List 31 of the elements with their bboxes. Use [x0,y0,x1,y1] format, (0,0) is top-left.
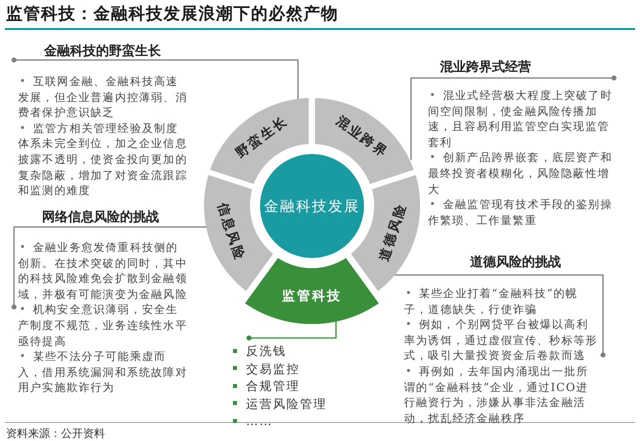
center-circle: 金融科技发展 [260,154,364,258]
list-item: 反洗钱 [232,343,342,360]
bullet-text: 某些企业打着“金融科技”的幌子，道德缺失，行使诈骗 [404,286,600,318]
segment-label: 监管科技 [282,288,342,305]
bullet-text: 金融监管现有技术手段的鉴别操作繁琐、工作量繁重 [428,197,618,228]
bullet-text: 机构安全意识薄弱，安全生产制度不规范，业务连续性水平亟待提高 [18,302,188,350]
bullet-text: 某些不法分子可能乘虚而入，借用系统漏洞和系统故障对用户实施欺诈行为 [18,349,188,396]
leader-line [393,274,606,358]
panel-heading: 网络信息风险的挑战 [42,209,159,226]
segment-label: 信息风险 [213,200,248,264]
bullet-text: 再例如，去年国内涌现出一批所谓的“金融科技”企业，通过ICO进行融资行为，涉嫌从事非法金融活动，扰乱经济金融秩序 [404,364,600,426]
bullet-text: 例如，个别网贷平台被爆以高利率为诱饵，通过虚假宣传、秒标等形式，吸引大量投资资金后卷款而逃 [404,317,600,364]
list-item: …… [232,413,342,430]
leader-line [246,320,337,340]
bullet-text: 混业式经营极大程度上突破了时间空间限制，使金融风险传播加速，且容易利用监管空白实现监管套利 [428,88,618,150]
list-item: 合规管理 [232,378,342,396]
bullet-text: 互联网金融、金融科技高速发展，但企业普遍内控薄弱、消费者保护意识缺乏 [18,74,188,121]
bullet-text: 创新产品跨界嵌套，底层资产和最终投资者模糊化，风险隐蔽性增大 [428,150,618,198]
panel-heading: 混业跨界式经营 [440,59,531,76]
leader-line [410,76,616,160]
leader-line [12,58,299,99]
bullet-text: 金融业务愈发倚重科技侧的创新。在技术突破的同时，其中的科技风险难免会扩散到金融领域，并极有可能演变为金融风险 [18,240,188,302]
bullet-text: 监管方相关管理经验及制度体系未完全到位，加之企业信息披露不透明，使资金投向更加的复杂隐蔽，增加了对资金流跟踪和监测的难度 [18,120,188,199]
panel-heading: 道德风险的挑战 [470,254,561,271]
segment-label: 道德风险 [376,200,411,264]
panel-heading: 金融科技的野蛮生长 [44,42,161,60]
source-note: 资料来源：公开资料 [6,426,105,441]
title: 监管科技：金融科技发展浪潮下的必然产物 [6,3,338,25]
list-item: 交易监控 [232,360,342,378]
leader-line [12,226,207,310]
list-item: 运营风险管理 [232,396,342,413]
